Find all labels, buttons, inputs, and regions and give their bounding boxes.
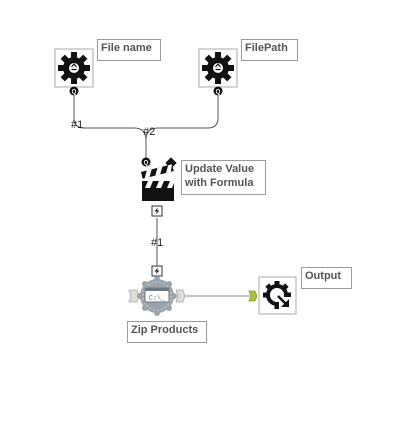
update-value-label: Update Value with Formula [181, 160, 266, 195]
svg-text:C:\_: C:\_ [149, 295, 167, 303]
connection-line-filename[interactable] [73, 96, 147, 158]
input-anchor-arrow-icon [128, 289, 140, 303]
tool-file-name[interactable]: Q [54, 48, 94, 96]
output-label: Output [301, 267, 352, 289]
file-name-label: File name [97, 39, 161, 61]
gear-icon [202, 52, 234, 84]
connection-label-right: #2 [143, 126, 156, 138]
command-prompt-icon: C:\_ [137, 276, 177, 316]
output-anchor-arrow-icon [175, 289, 186, 303]
tool-zip-products[interactable]: C:\_ [128, 265, 186, 316]
file-path-label: FilePath [241, 39, 298, 61]
clapperboard-icon [141, 164, 174, 201]
tool-file-path[interactable]: Q [198, 48, 238, 96]
connection-label-left: #1 [71, 119, 84, 131]
question-anchor-icon: Q [69, 86, 79, 96]
lightning-anchor-icon [151, 265, 163, 277]
lightning-anchor-icon [151, 205, 163, 217]
tool-output[interactable] [248, 276, 297, 315]
update-value-label-line2: with Formula [185, 177, 254, 189]
update-value-label-line1: Update Value [185, 163, 255, 175]
output-input-anchor-icon [248, 290, 258, 302]
tool-update-value[interactable]: Q [141, 157, 177, 217]
gear-icon [58, 52, 90, 84]
svg-text:Q: Q [72, 90, 77, 96]
svg-text:Q: Q [216, 90, 221, 96]
question-anchor-icon: Q [141, 157, 151, 167]
connection-line-filepath[interactable] [145, 96, 219, 141]
connection-label-to-zip: #1 [151, 237, 164, 249]
svg-text:Q: Q [144, 161, 149, 167]
zip-products-label: Zip Products [127, 321, 207, 343]
question-anchor-icon: Q [213, 86, 223, 96]
